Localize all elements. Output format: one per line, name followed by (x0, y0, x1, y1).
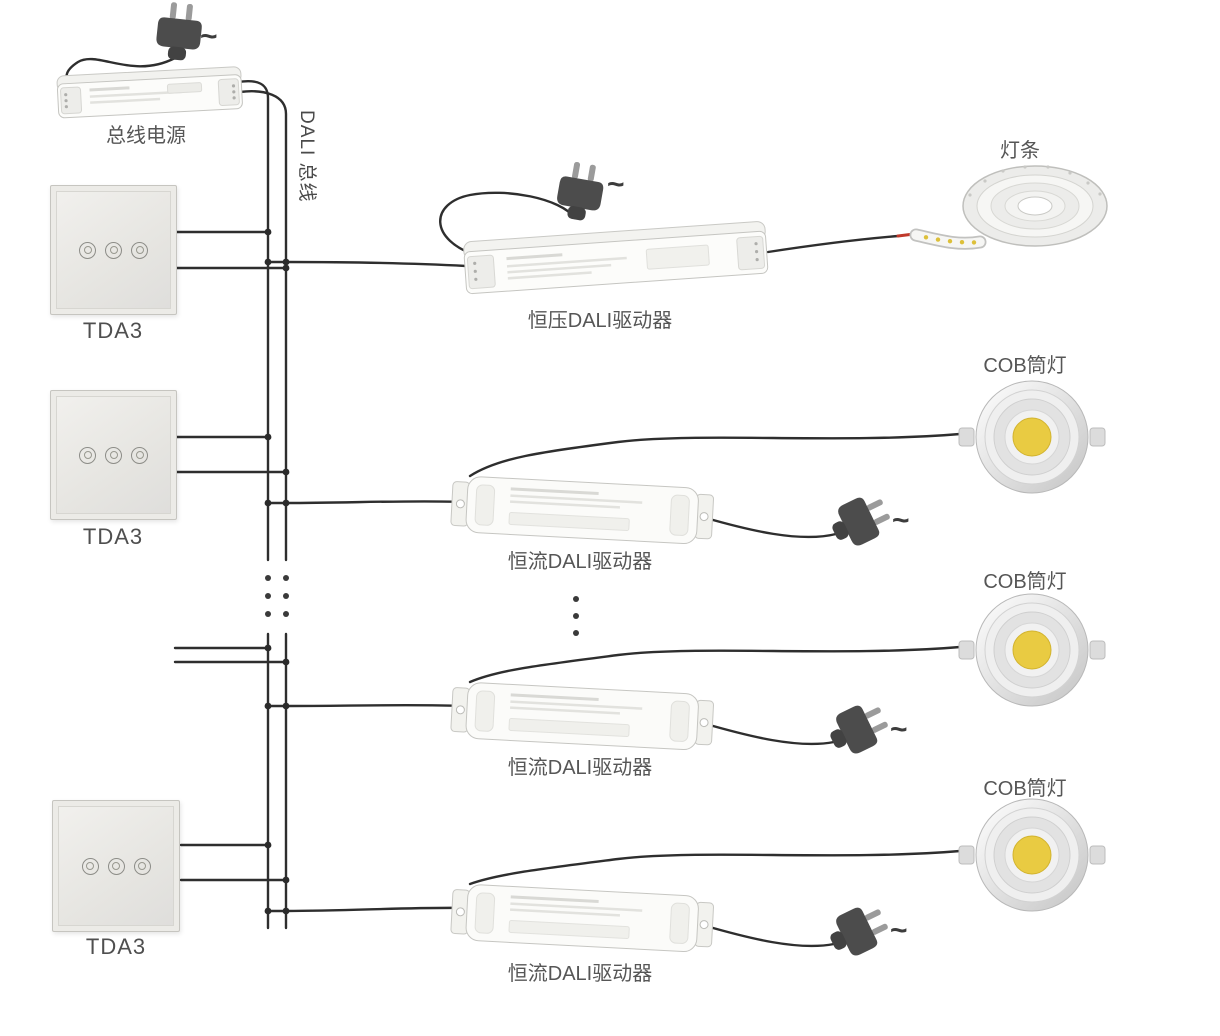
wire-cc3-branch (284, 906, 468, 913)
downlight3-label: COB筒灯 (983, 778, 1067, 800)
cc-driver2-label: 恒流DALI驱动器 (507, 757, 653, 779)
wire-cv-branch (284, 260, 468, 268)
touch-panel-tda3-1 (50, 185, 177, 315)
ac-symbol: ~ (607, 168, 625, 201)
downlight1-label: COB筒灯 (983, 355, 1067, 377)
touch-button (79, 241, 96, 259)
power-plug-icon (822, 898, 894, 964)
dali-bus-label: DALI 总线 (296, 110, 317, 203)
cc-dali-driver-1 (450, 476, 715, 545)
ac-symbol: ~ (890, 914, 908, 947)
panel3-label: TDA3 (85, 934, 147, 959)
wire-cc2-mains (704, 722, 836, 746)
wire-cc3-mains (704, 924, 836, 948)
downlight2-label: COB筒灯 (983, 571, 1067, 593)
cob-downlight-1 (958, 380, 1106, 494)
bus-power-supply-label: 总线电源 (106, 125, 186, 147)
touch-button (105, 241, 122, 259)
cob-downlight-2 (958, 593, 1106, 707)
panel2-label: TDA3 (82, 524, 144, 549)
touch-panel-tda3-2 (50, 390, 177, 520)
touch-button (131, 241, 148, 259)
junction-dots (264, 228, 290, 915)
panel1-label: TDA3 (82, 318, 144, 343)
wire-cc1-mains (704, 516, 838, 539)
power-plug-icon (824, 488, 896, 554)
continuation-dots (265, 575, 579, 636)
ac-symbol: ~ (890, 713, 908, 746)
cv-dali-driver (463, 221, 769, 295)
wire-cv-mains (439, 191, 577, 258)
wire-cc2-branch (284, 703, 468, 708)
cv-driver-label: 恒压DALI驱动器 (527, 310, 673, 332)
touch-button (107, 857, 125, 875)
cc-dali-driver-3 (450, 884, 715, 953)
bus-power-supply (56, 66, 243, 119)
power-plug-icon (822, 696, 894, 762)
wire-downlight3 (468, 849, 962, 886)
led-strip-label: 灯条 (1000, 140, 1040, 162)
touch-button (79, 446, 96, 464)
wire-downlight1 (468, 432, 962, 478)
cc-dali-driver-2 (450, 682, 715, 751)
touch-button (133, 857, 151, 875)
wire-cv-output (766, 234, 900, 254)
led-strip-coil (909, 165, 1108, 250)
dali-bus-lines (236, 80, 288, 930)
ac-symbol: ~ (892, 504, 910, 537)
wire-downlight2 (468, 645, 962, 684)
wire-cc1-branch (284, 500, 468, 505)
ac-symbol: ~ (200, 20, 218, 53)
touch-panel-tda3-3 (52, 800, 180, 932)
cc-driver1-label: 恒流DALI驱动器 (507, 551, 653, 573)
touch-button (131, 446, 148, 464)
power-plug-icon (154, 0, 205, 63)
cob-downlight-3 (958, 798, 1106, 912)
touch-button (81, 857, 99, 875)
cc-driver3-label: 恒流DALI驱动器 (507, 963, 653, 985)
touch-button (105, 446, 122, 464)
